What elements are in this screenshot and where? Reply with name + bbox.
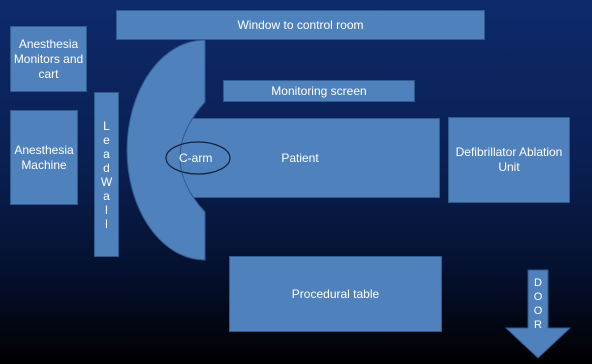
c-arm-label: C-arm bbox=[179, 151, 213, 165]
monitoring-screen-label: Monitoring screen bbox=[271, 83, 367, 98]
lead-wall-letter: l bbox=[105, 216, 108, 231]
anesthesia-machine: Anesthesia Machine bbox=[10, 110, 78, 205]
window-to-control-room: Window to control room bbox=[116, 10, 485, 40]
anesthesia-machine-label: Anesthesia Machine bbox=[14, 142, 74, 172]
lead-wall-letter: l bbox=[105, 202, 108, 217]
window-label: Window to control room bbox=[237, 17, 364, 32]
patient-label: Patient bbox=[281, 150, 319, 165]
door-letter: R bbox=[534, 319, 542, 331]
monitoring-screen: Monitoring screen bbox=[223, 80, 415, 102]
defibrillator-ablation-unit: Defibrillator Ablation Unit bbox=[448, 117, 570, 203]
door-letter: O bbox=[533, 305, 543, 317]
defibrillator-label: Defibrillator Ablation Unit bbox=[455, 145, 563, 174]
c-arm-arch bbox=[126, 39, 206, 261]
door-letter: D bbox=[534, 277, 542, 289]
door-label: D O O R bbox=[530, 276, 546, 332]
door-arrow-icon bbox=[504, 269, 572, 359]
c-arm-ellipse bbox=[165, 141, 231, 175]
lead-wall-letter: L bbox=[103, 118, 110, 133]
procedural-table: Procedural table bbox=[229, 256, 442, 332]
door-letter: O bbox=[533, 291, 543, 303]
anesthesia-monitors-label: Anesthesia Monitors and cart bbox=[13, 36, 84, 81]
anesthesia-monitors-cart: Anesthesia Monitors and cart bbox=[10, 26, 87, 92]
lead-wall-letter: d bbox=[103, 160, 110, 175]
lead-wall-letter: a bbox=[103, 146, 110, 161]
lead-wall-letter: e bbox=[103, 132, 110, 147]
lead-wall-letter: a bbox=[103, 188, 110, 203]
lead-wall-letter: W bbox=[100, 174, 113, 189]
procedural-table-label: Procedural table bbox=[291, 286, 380, 301]
lead-wall: L e a d W a l l bbox=[94, 92, 119, 257]
